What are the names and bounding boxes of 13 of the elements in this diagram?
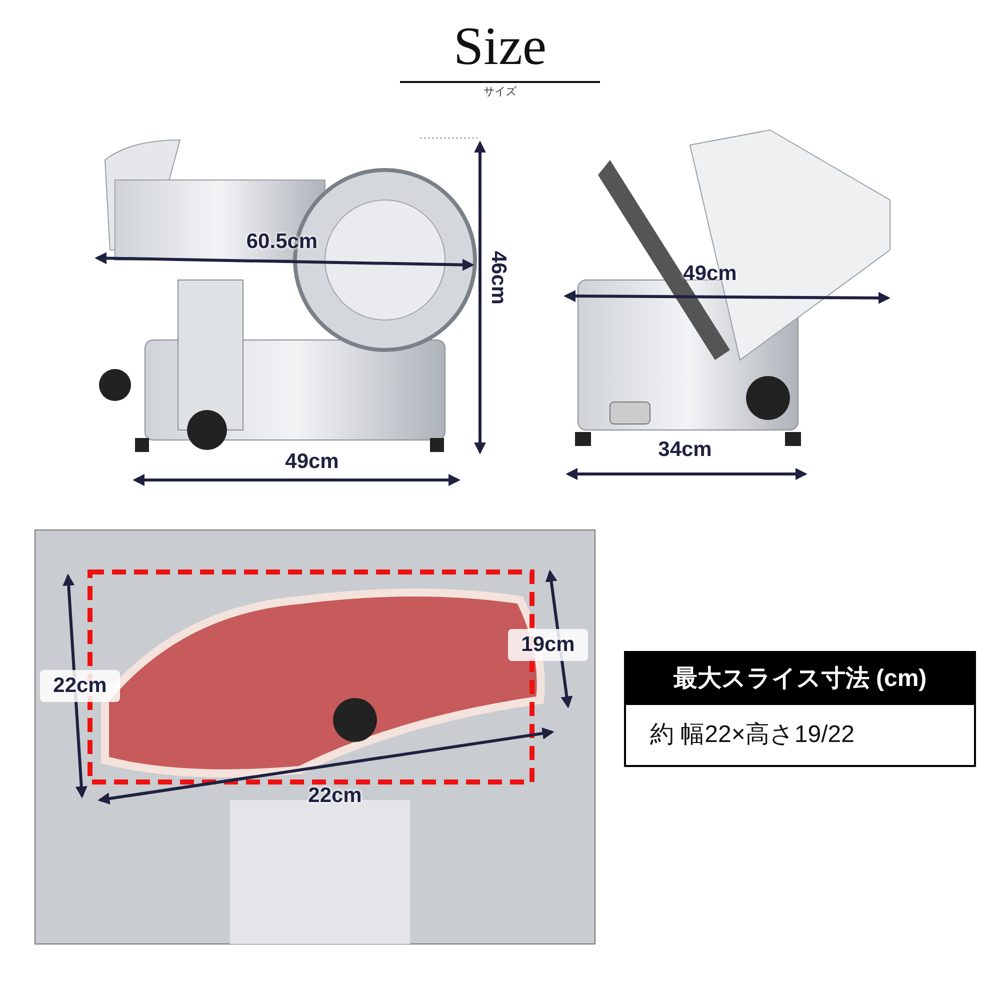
dimension-label: 60.5cm xyxy=(245,229,319,255)
title: Size xyxy=(452,16,548,76)
dimension-label: 19cm xyxy=(508,629,588,660)
spec-table xyxy=(624,651,976,767)
dimension-label: 34cm xyxy=(657,437,713,463)
dimension-label: 22cm xyxy=(40,670,120,702)
dimension-label: 49cm xyxy=(682,261,738,287)
dimension-label: 22cm xyxy=(307,783,363,809)
dimension-label: 46cm xyxy=(486,250,511,307)
table-cell-text: 約 幅22×高さ19/22 xyxy=(649,720,856,750)
table-header: 最大スライス寸法 (cm) xyxy=(626,653,974,705)
dimension-label: 49cm xyxy=(284,449,340,475)
subtitle: サイズ xyxy=(482,85,518,100)
